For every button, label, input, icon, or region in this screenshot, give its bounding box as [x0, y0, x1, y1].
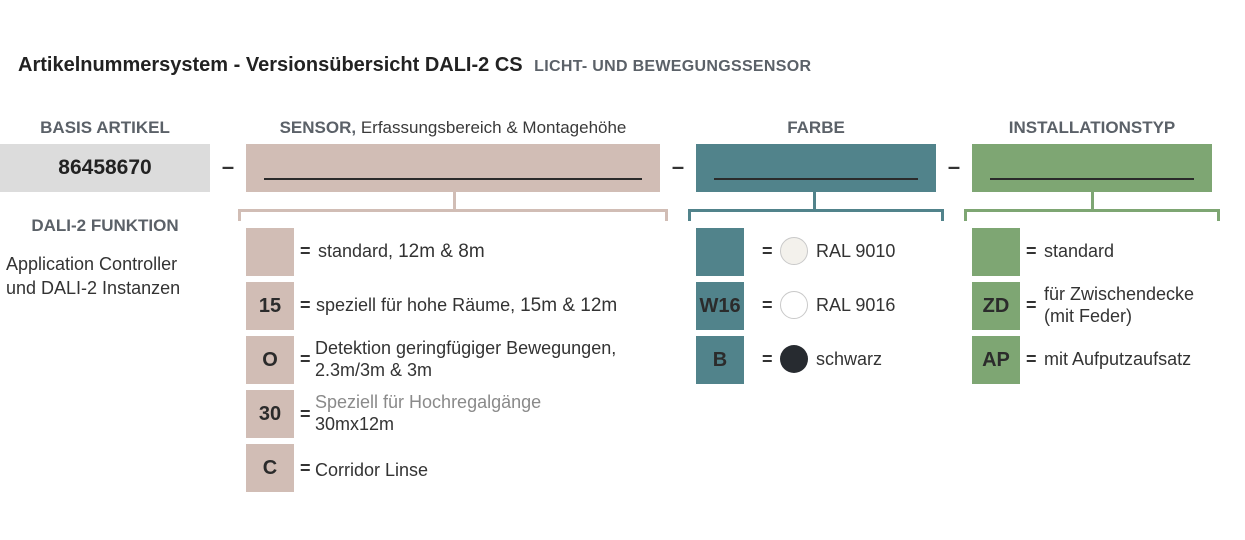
- sensor-code-30: 30: [246, 390, 294, 438]
- sensor-header: SENSOR, Erfassungsbereich & Montagehöhe: [246, 118, 660, 138]
- sensor-code-o: O: [246, 336, 294, 384]
- farbe-option-schwarz: schwarz: [816, 349, 883, 369]
- sensor-option-30: Speziell für Hochregalgänge 30mx12m: [315, 391, 541, 435]
- dali-description: Application Controller und DALI-2 Instan…: [6, 252, 180, 300]
- page-title: Artikelnummersystem - Versionsübersicht …: [18, 54, 811, 77]
- equals-sign: =: [300, 458, 311, 478]
- dali-header: DALI-2 FUNKTION: [31, 216, 179, 235]
- farbe-code-standard: [696, 228, 744, 276]
- option-text: speziell für hohe Räume,: [316, 295, 521, 315]
- sensor-code-15: 15: [246, 282, 294, 330]
- sensor-bracket: [238, 209, 668, 221]
- farbe-header: FARBE: [787, 118, 845, 137]
- title-main: Artikelnummersystem - Versionsübersicht …: [18, 54, 523, 76]
- base-number-box: 86458670: [0, 144, 210, 192]
- equals-sign: =: [1026, 241, 1037, 261]
- sensor-option-c: Corridor Linse: [315, 460, 429, 480]
- equals-sign: =: [300, 404, 311, 424]
- option-range: 12m & 8m: [398, 241, 485, 262]
- farbe-code-w16: W16: [696, 282, 744, 330]
- equals-sign: =: [300, 241, 311, 261]
- separator-2: –: [671, 154, 685, 179]
- install-header: INSTALLATIONSTYP: [1008, 118, 1176, 137]
- install-option-ap: mit Aufputzaufsatz: [1044, 349, 1192, 369]
- option-range: 15m & 12m: [520, 295, 618, 316]
- farbe-bracket-stem: [813, 192, 816, 209]
- farbe-input-line: [714, 178, 918, 180]
- sensor-input-line: [264, 178, 642, 180]
- install-code-ap: AP: [972, 336, 1020, 384]
- option-line-2: (mit Feder): [1044, 306, 1133, 326]
- install-code-zd: ZD: [972, 282, 1020, 330]
- separator-1: –: [221, 154, 235, 179]
- equals-sign: =: [1026, 295, 1037, 315]
- sensor-option-standard: standard, 12m & 8m: [318, 240, 485, 263]
- sensor-code-c: C: [246, 444, 294, 492]
- option-line-1: Speziell für Hochregalgänge: [315, 392, 542, 412]
- option-line-1: für Zwischendecke: [1044, 284, 1195, 304]
- farbe-option-ral-9010: RAL 9010: [816, 241, 896, 261]
- color-circle-ral-9010: [780, 237, 808, 265]
- dali-line-2: und DALI-2 Instanzen: [6, 278, 181, 298]
- sensor-input-box: [246, 144, 660, 192]
- equals-sign: =: [300, 349, 311, 369]
- option-text: standard,: [318, 241, 399, 261]
- equals-sign: =: [762, 241, 773, 261]
- farbe-bracket: [688, 209, 944, 221]
- equals-sign: =: [762, 349, 773, 369]
- option-line-2: 2.3m/3m & 3m: [315, 360, 433, 380]
- separator-3: –: [947, 154, 961, 179]
- sensor-code-standard: [246, 228, 294, 276]
- install-bracket: [964, 209, 1220, 221]
- sensor-option-15: speziell für hohe Räume, 15m & 12m: [316, 294, 617, 317]
- sensor-option-o: Detektion geringfügiger Bewegungen, 2.3m…: [315, 337, 616, 381]
- install-input-line: [990, 178, 1194, 180]
- sensor-bracket-stem: [453, 192, 456, 209]
- farbe-code-b: B: [696, 336, 744, 384]
- install-option-standard: standard: [1044, 241, 1115, 261]
- farbe-input-box: [696, 144, 936, 192]
- equals-sign: =: [762, 295, 773, 315]
- install-input-box: [972, 144, 1212, 192]
- install-code-standard: [972, 228, 1020, 276]
- base-number: 86458670: [58, 156, 152, 179]
- install-option-zd: für Zwischendecke (mit Feder): [1044, 283, 1194, 327]
- title-subtitle: LICHT- UND BEWEGUNGSSENSOR: [534, 58, 812, 75]
- option-line-1: Detektion geringfügiger Bewegungen,: [315, 338, 617, 358]
- sensor-header-bold: SENSOR,: [279, 118, 357, 137]
- farbe-option-ral-9016: RAL 9016: [816, 295, 896, 315]
- dali-line-1: Application Controller: [6, 254, 178, 274]
- color-circle-ral-9016: [780, 291, 808, 319]
- sensor-header-rest: Erfassungsbereich & Montagehöhe: [356, 118, 627, 137]
- base-header: BASIS ARTIKEL: [40, 118, 170, 137]
- equals-sign: =: [1026, 349, 1037, 369]
- install-bracket-stem: [1091, 192, 1094, 209]
- color-circle-schwarz: [780, 345, 808, 373]
- equals-sign: =: [300, 295, 311, 315]
- option-line-2: 30mx12m: [315, 414, 395, 434]
